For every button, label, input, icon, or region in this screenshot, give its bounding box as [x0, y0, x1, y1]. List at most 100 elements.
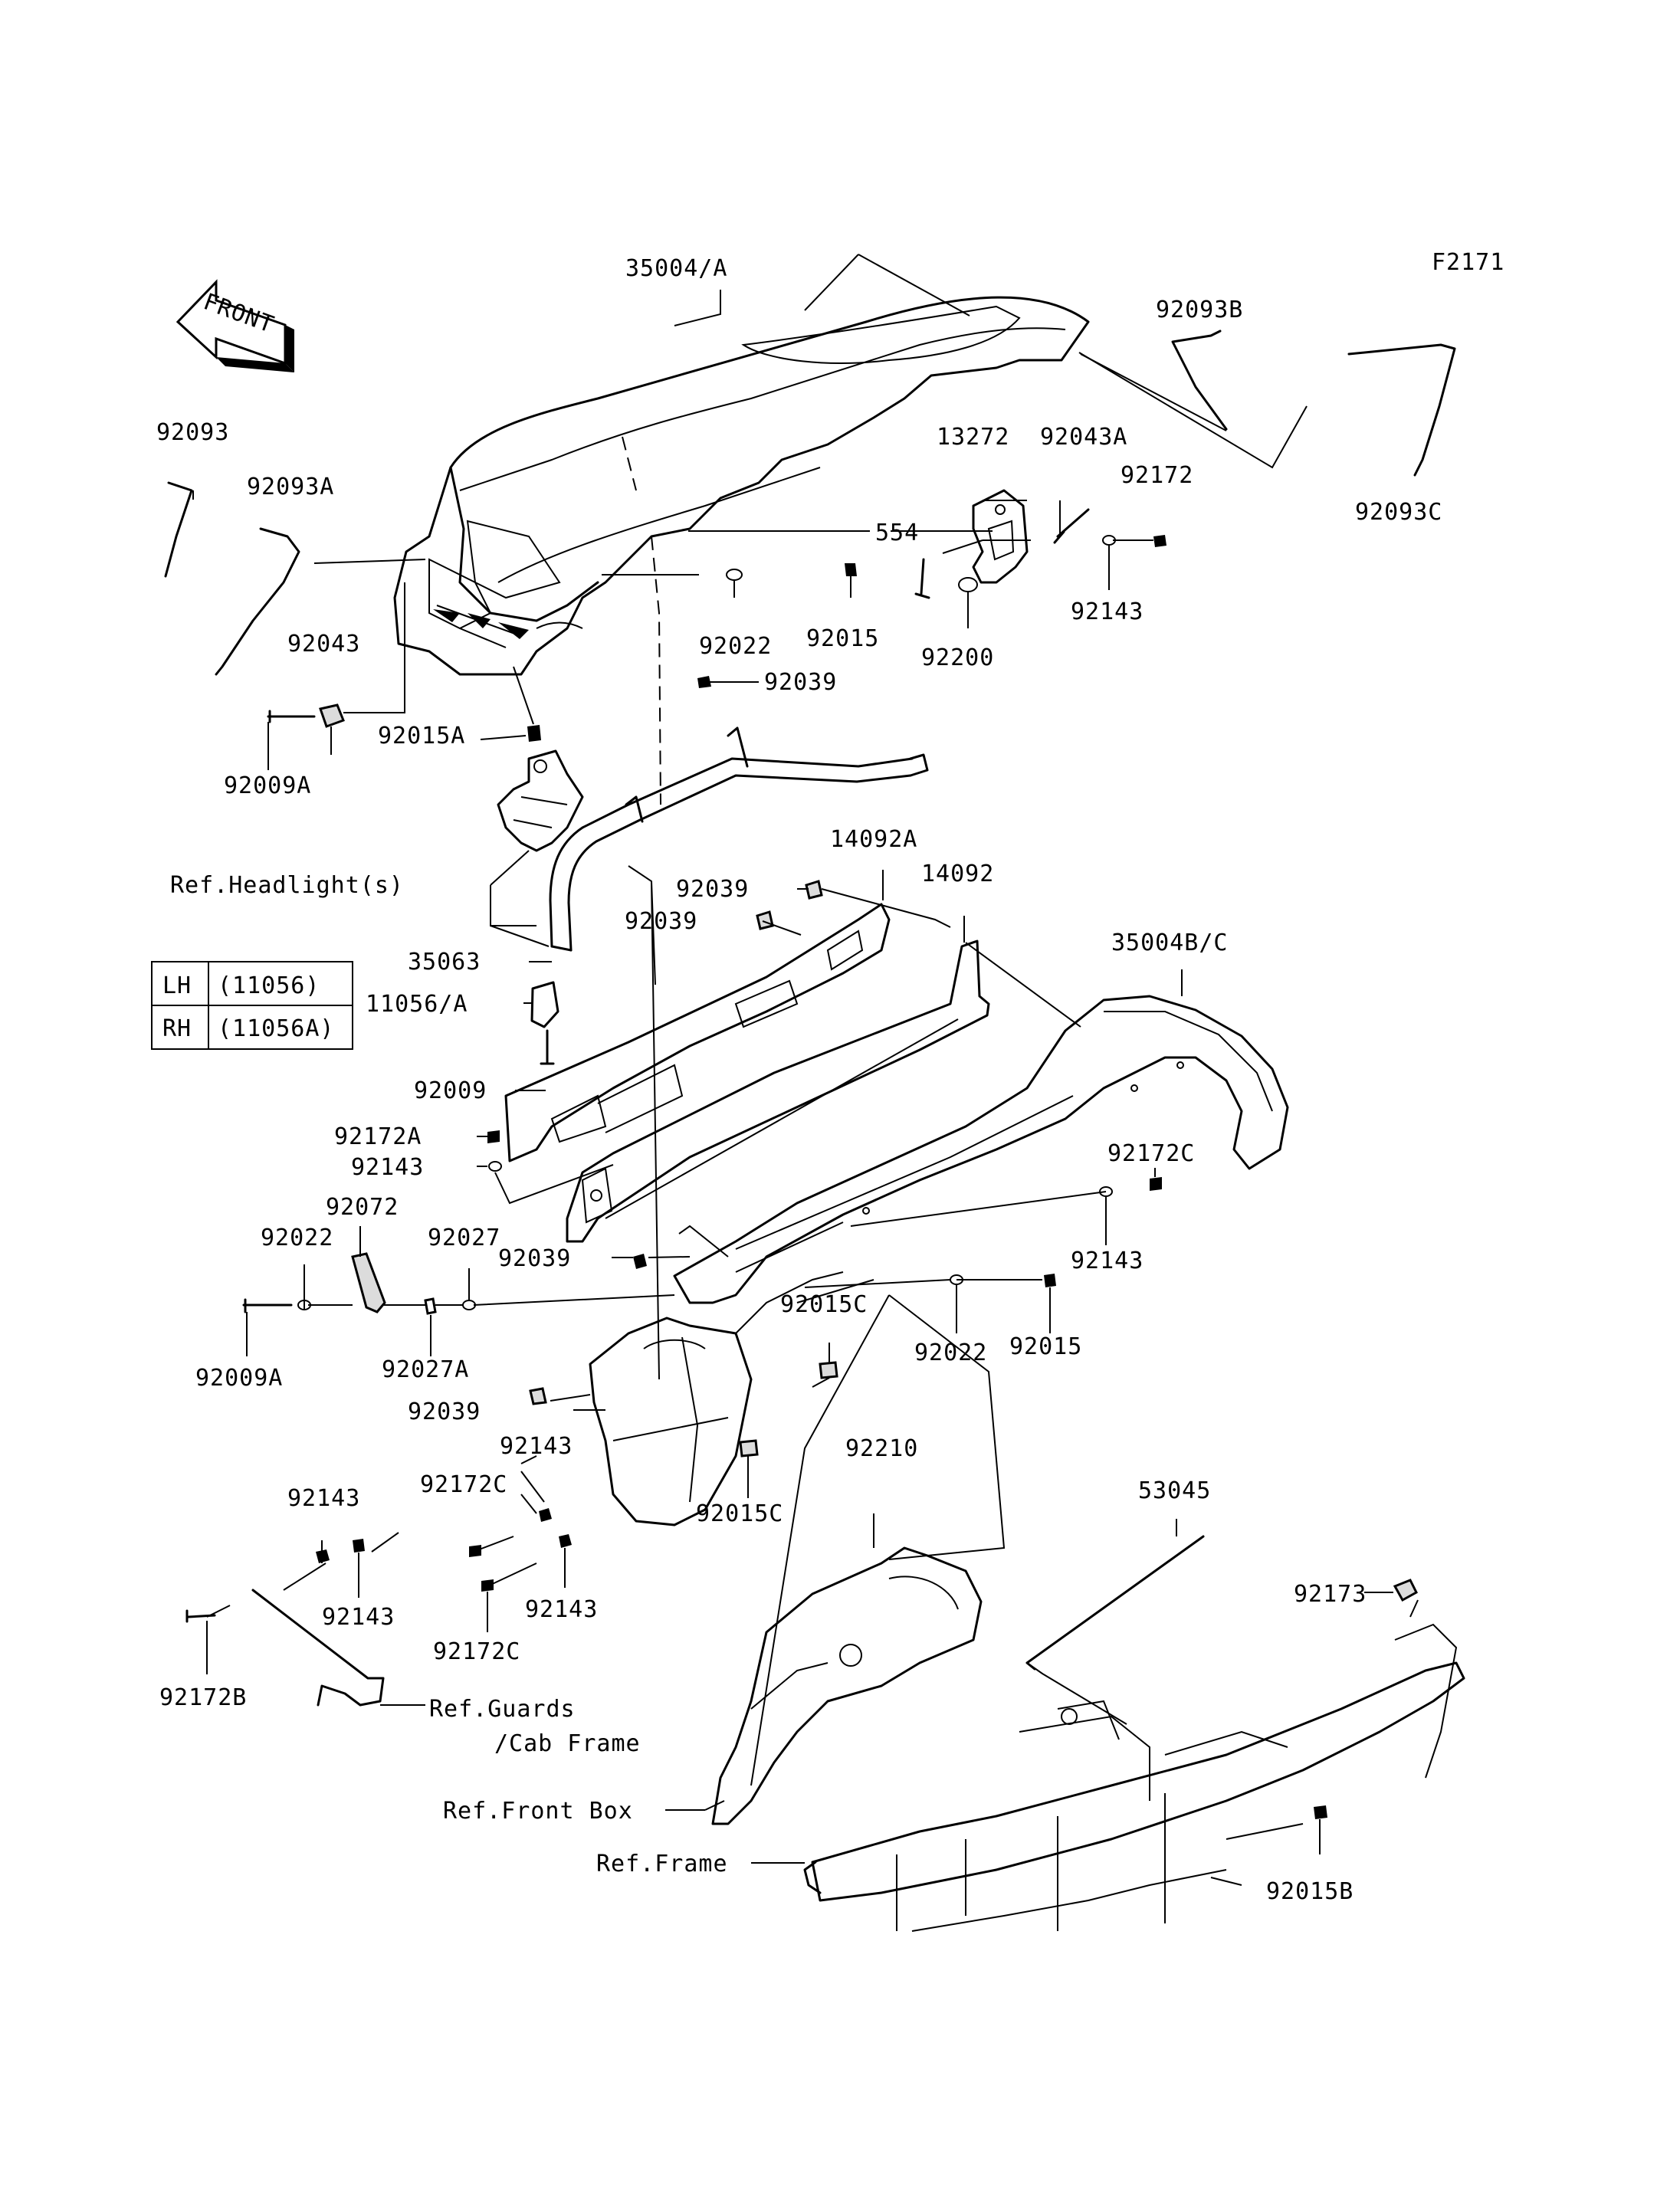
callout-92093: 92093 — [156, 419, 229, 446]
clip-92173 — [1393, 1579, 1418, 1602]
bracket-11056 — [530, 981, 559, 1028]
callout-92027: 92027 — [428, 1225, 500, 1251]
callout-35063: 35063 — [408, 949, 481, 976]
callout-92172c-a: 92172C — [420, 1471, 507, 1498]
callout-92200: 92200 — [921, 644, 994, 671]
callout-92043: 92043 — [287, 631, 360, 657]
washer-92027 — [462, 1300, 476, 1310]
collar-92043 — [319, 703, 345, 728]
callout-ref-headlight: Ref.Headlight(s) — [170, 872, 404, 899]
callout-92172c-b: 92172C — [433, 1638, 520, 1665]
callout-92172: 92172 — [1121, 462, 1193, 489]
screw-92172c-right — [1150, 1177, 1162, 1191]
rivet-554 — [914, 558, 930, 599]
callout-92039-top: 92039 — [764, 669, 837, 696]
callout-92039-b: 92039 — [625, 908, 697, 935]
callout-92172a: 92172A — [334, 1123, 422, 1150]
trim-strip-92093c — [1347, 343, 1456, 477]
nut-92015c-a — [819, 1361, 838, 1379]
washer-92200 — [958, 577, 978, 592]
front-box — [711, 1546, 983, 1825]
callout-ref-frame: Ref.Frame — [596, 1851, 728, 1877]
callout-92039-a: 92039 — [676, 876, 749, 903]
nut-92015-right — [1044, 1274, 1056, 1287]
side-table-lh: LH — [162, 972, 192, 999]
side-table-lh-part: (11056) — [218, 972, 320, 999]
nut-92015a — [527, 725, 541, 742]
nut-92015c-b — [739, 1439, 759, 1458]
callout-92027a: 92027A — [382, 1356, 469, 1383]
hidden-line-b — [622, 436, 637, 491]
callout-53045: 53045 — [1138, 1477, 1211, 1504]
inner-liner-14092a — [504, 903, 891, 1162]
callout-92009a-lower: 92009A — [195, 1365, 283, 1392]
callout-92173: 92173 — [1294, 1581, 1367, 1608]
bracket-13272 — [972, 489, 1029, 584]
callout-92172c-right: 92172C — [1107, 1140, 1195, 1167]
callout-labels: 35004/A 92093B 92093C 92093 92093A 13272… — [156, 255, 1442, 1905]
callout-92143-e: 92143 — [287, 1485, 360, 1512]
callout-92015-top: 92015 — [806, 625, 879, 652]
screw-92172a — [487, 1130, 500, 1143]
bolt-92043a — [1053, 508, 1090, 544]
side-panel-35004bc — [673, 995, 1289, 1304]
nut-92015b — [1314, 1805, 1327, 1819]
washer-92143-c — [539, 1508, 552, 1522]
callout-ref-front-box: Ref.Front Box — [443, 1798, 633, 1825]
collar-92027a — [424, 1297, 437, 1315]
callout-92022-left: 92022 — [261, 1225, 333, 1251]
callout-13272: 13272 — [937, 424, 1009, 451]
callout-92143-right: 92143 — [1071, 1248, 1144, 1274]
washer-92143-f — [353, 1539, 365, 1553]
callout-35004b-c: 35004B/C — [1111, 930, 1229, 956]
callout-92015b: 92015B — [1266, 1878, 1354, 1905]
hidden-line-a — [651, 536, 661, 805]
headlight-bracket — [497, 749, 584, 852]
callout-92143-f: 92143 — [322, 1604, 395, 1631]
callout-92015c-a: 92015C — [780, 1291, 868, 1318]
trim-strip-92093 — [164, 481, 193, 578]
callout-92210: 92210 — [845, 1435, 918, 1462]
washer-92143-d — [559, 1534, 572, 1548]
callout-92043a: 92043A — [1040, 424, 1127, 451]
callout-92143-d: 92143 — [525, 1596, 598, 1623]
screw-92172b — [185, 1609, 216, 1623]
rod-53045 — [1025, 1535, 1205, 1671]
callout-11056-a: 11056/A — [366, 991, 468, 1018]
front-fender-hood — [393, 296, 1090, 676]
callout-92039-c: 92039 — [408, 1399, 481, 1425]
callout-92022-top: 92022 — [699, 633, 772, 660]
pipe-guard-35063 — [549, 726, 929, 952]
side-table-rh: RH — [162, 1015, 192, 1042]
callout-35004-a: 35004/A — [625, 255, 727, 282]
washer-92143-right — [1099, 1186, 1113, 1197]
trim-strip-92093a — [215, 527, 300, 676]
callout-92093c: 92093C — [1355, 499, 1442, 526]
callout-ref-guards: Ref.Guards — [429, 1696, 576, 1723]
callout-92022-right: 92022 — [914, 1340, 987, 1366]
front-arrow-icon: FRONT — [176, 279, 294, 372]
callout-92093a: 92093A — [247, 474, 334, 500]
clip-92039-b — [756, 910, 774, 930]
clip-92039-top — [697, 676, 711, 688]
callout-92143-mid: 92143 — [351, 1154, 424, 1181]
side-table-rh-part: (11056A) — [218, 1015, 335, 1042]
callout-92015c-b: 92015C — [696, 1500, 783, 1527]
callout-92015-right: 92015 — [1009, 1333, 1082, 1360]
figure-code: F2171 — [1432, 249, 1504, 276]
inner-liner-14092 — [566, 939, 990, 1243]
callout-554: 554 — [875, 520, 919, 546]
callout-cab-frame: /Cab Frame — [494, 1730, 641, 1757]
washer-92143-mid — [488, 1161, 502, 1172]
frame — [803, 1623, 1465, 1932]
callout-92009: 92009 — [414, 1077, 487, 1104]
bolt-92009a-top — [267, 710, 316, 723]
bracket-92072 — [351, 1252, 386, 1313]
callout-92072: 92072 — [326, 1194, 399, 1221]
cab-frame-guard — [251, 1589, 385, 1707]
bolt-92009a-lower — [242, 1298, 293, 1313]
side-table: LH (11056) RH (11056A) — [151, 961, 353, 1050]
bolt-92172 — [1153, 535, 1166, 547]
clip-92039-lower — [633, 1254, 647, 1269]
